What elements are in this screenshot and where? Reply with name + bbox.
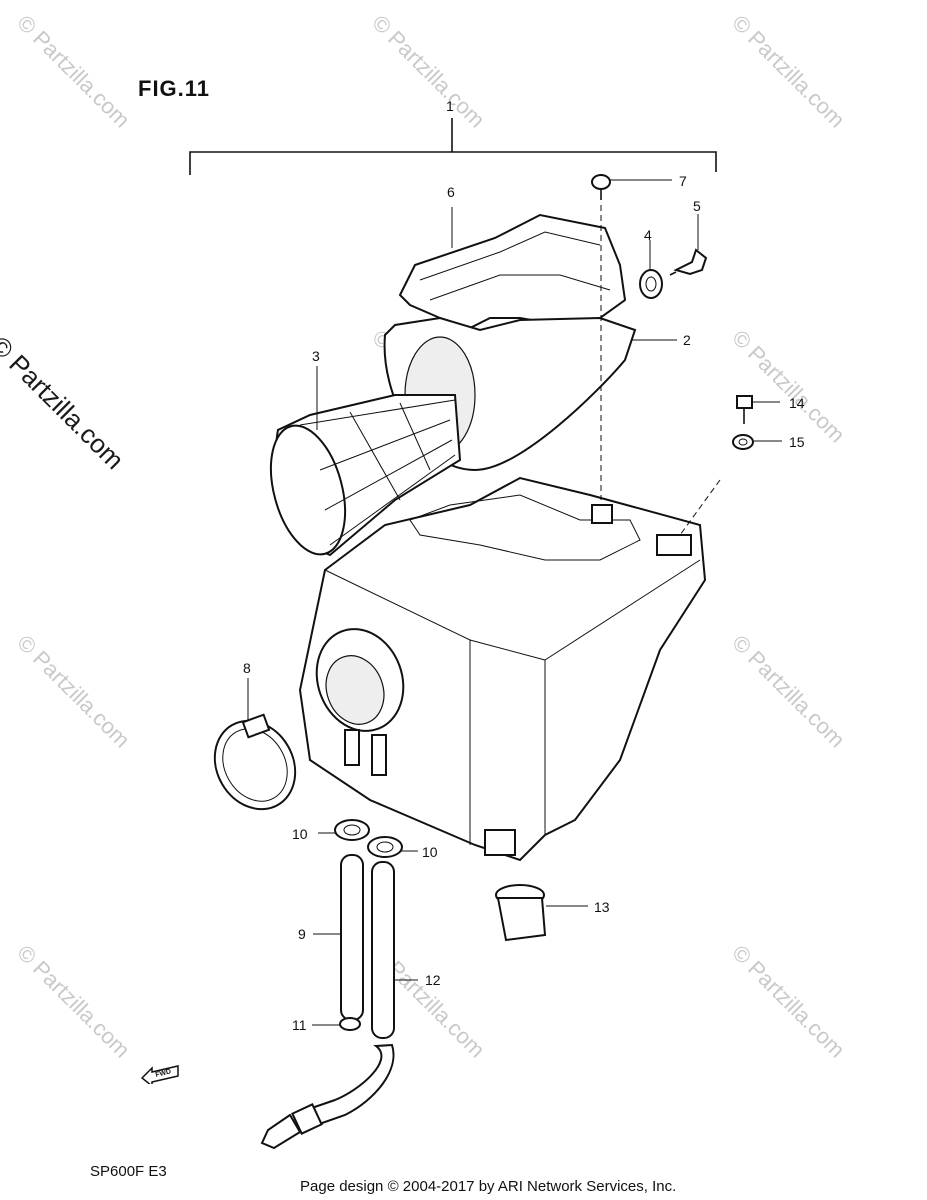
air-cleaner-case-part bbox=[298, 476, 707, 862]
clamp-part-8 bbox=[213, 713, 297, 811]
forward-arrow-icon: FWD bbox=[140, 1065, 179, 1084]
callout-5: 5 bbox=[693, 198, 701, 214]
clip-part-10-left bbox=[334, 819, 370, 841]
washer-part-15 bbox=[732, 434, 754, 450]
callout-1: 1 bbox=[446, 98, 454, 114]
callout-10-right: 10 bbox=[422, 844, 438, 860]
callout-9: 9 bbox=[298, 926, 306, 942]
air-cleaner-cover-part bbox=[398, 213, 627, 330]
wing-bolt-part-5 bbox=[669, 248, 708, 276]
callout-2: 2 bbox=[683, 332, 691, 348]
callout-13: 13 bbox=[594, 899, 610, 915]
figure-title: FIG.11 bbox=[138, 76, 211, 101]
callout-3: 3 bbox=[312, 348, 320, 364]
clip-part-11 bbox=[339, 1017, 361, 1031]
hose-part-12 bbox=[371, 861, 395, 1039]
fwd-label: FWD bbox=[155, 1068, 172, 1079]
callout-10-left: 10 bbox=[292, 826, 308, 842]
bolt-part-14 bbox=[736, 395, 753, 424]
screw-part-7 bbox=[591, 174, 611, 200]
drain-tube-part bbox=[260, 1043, 395, 1150]
model-code: SP600F E3 bbox=[90, 1163, 167, 1180]
callout-14: 14 bbox=[789, 395, 805, 411]
assembly-bracket bbox=[189, 118, 717, 175]
callout-7: 7 bbox=[679, 173, 687, 189]
hose-part-9 bbox=[340, 854, 364, 1021]
leader-lines bbox=[247, 179, 782, 1026]
clip-part-10-right bbox=[367, 836, 403, 858]
callout-11: 11 bbox=[292, 1017, 307, 1033]
washer-part-4 bbox=[639, 269, 663, 299]
filter-element-part bbox=[269, 394, 462, 557]
callout-15: 15 bbox=[789, 434, 805, 450]
drain-plug-part-13 bbox=[495, 884, 547, 942]
callout-8: 8 bbox=[243, 660, 251, 676]
callout-12: 12 bbox=[425, 972, 441, 988]
copyright-footer: Page design © 2004-2017 by ARI Network S… bbox=[300, 1178, 677, 1195]
callout-6: 6 bbox=[447, 184, 455, 200]
callout-4: 4 bbox=[644, 227, 652, 243]
